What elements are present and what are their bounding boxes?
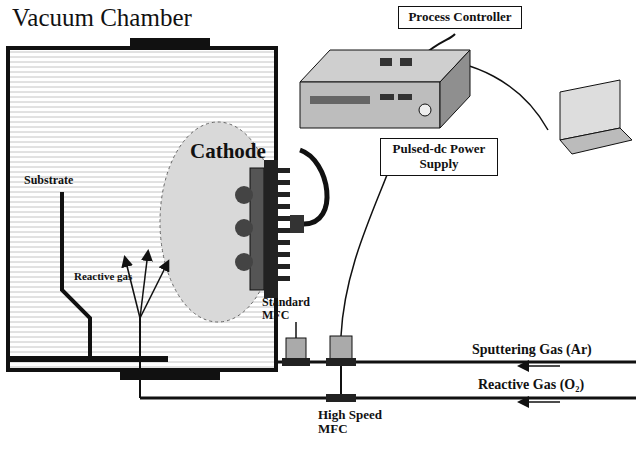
controller-label-box: Process Controller: [398, 6, 522, 29]
power-supply-label-box: Pulsed-dc Power Supply: [380, 138, 498, 176]
label-text: Pulsed-dc Power Supply: [389, 142, 489, 172]
substrate-label: Substrate: [24, 174, 73, 187]
cathode-label: Cathode: [190, 140, 266, 163]
label-text: Process Controller: [407, 10, 513, 25]
gas-line-label: Reactive Gas (O₂): [478, 377, 584, 392]
mfc-label: High Speed MFC: [318, 408, 388, 437]
gas-line-label: Sputtering Gas (Ar): [472, 342, 592, 357]
vacuum-chamber: Vacuum Chamber: [8, 48, 276, 370]
chamber-title: Vacuum Chamber: [12, 4, 192, 32]
reactive-gas-label: Reactive gas: [74, 270, 132, 282]
mfc-label: Standard MFC: [262, 296, 328, 322]
